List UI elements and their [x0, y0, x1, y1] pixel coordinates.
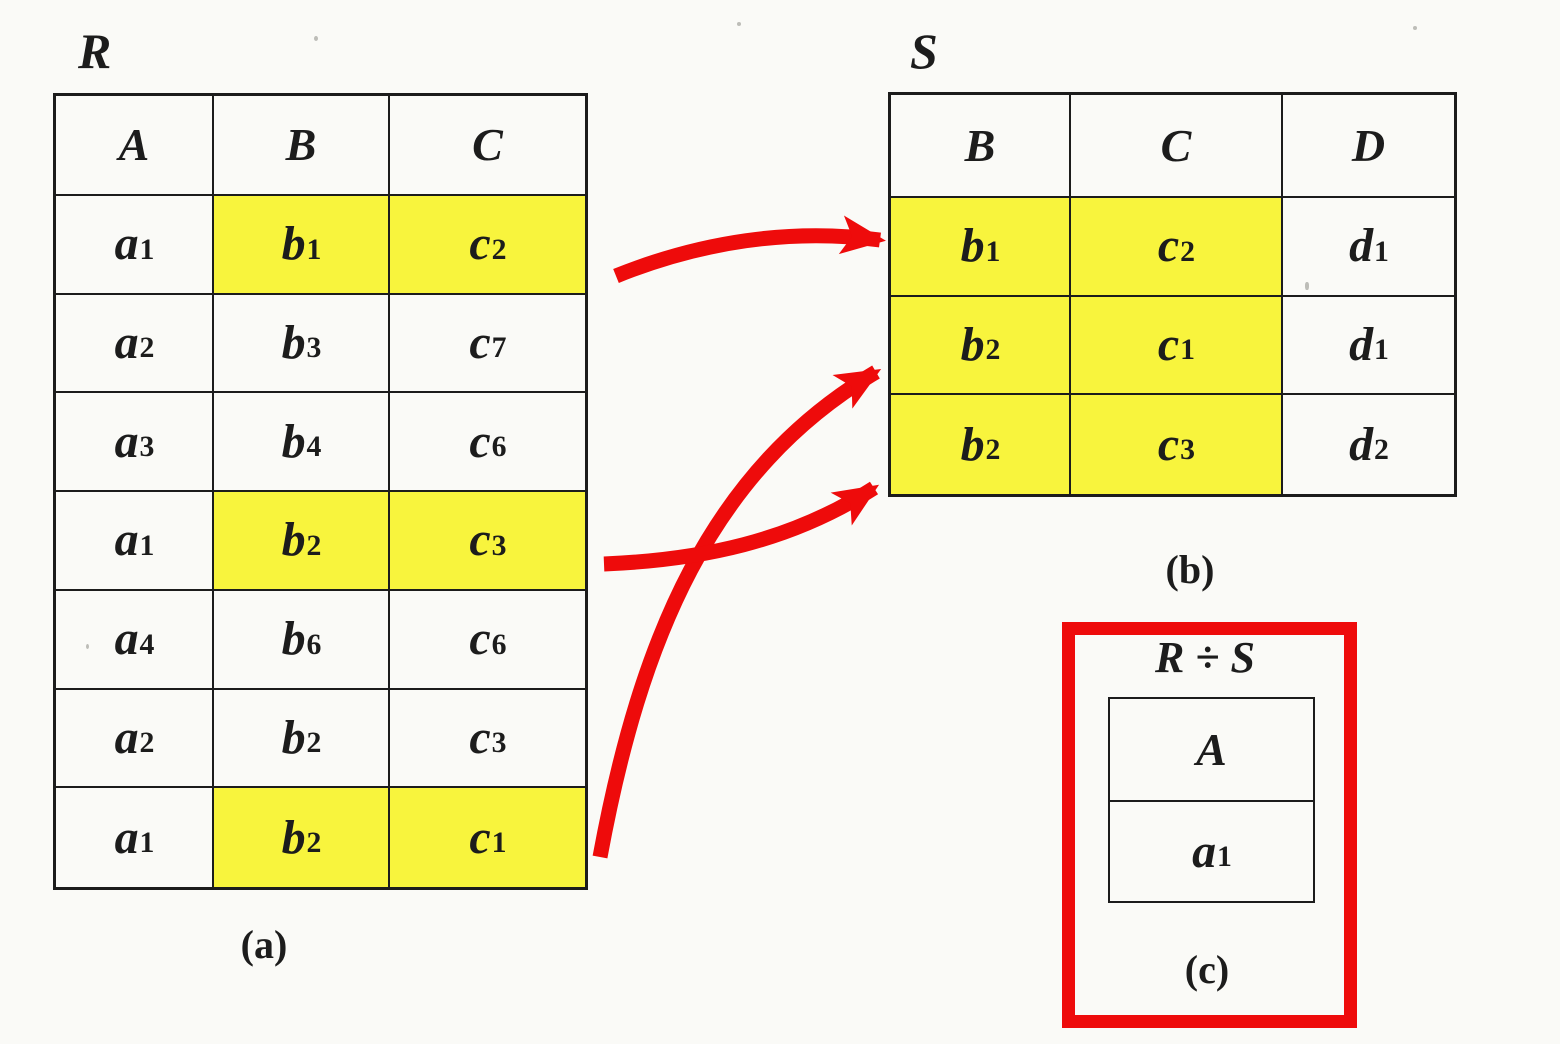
column-header: C	[1071, 95, 1283, 198]
arrow-r1-to-s1-icon	[613, 215, 886, 283]
column-header: B	[214, 96, 390, 196]
scan-speckle	[314, 36, 318, 41]
arrow-r4-to-s3-icon	[603, 481, 880, 572]
relation-s-label: S	[910, 23, 938, 79]
result-expression-title: R ÷ S	[1155, 633, 1255, 682]
column-header: A	[56, 96, 214, 196]
caption-a: (a)	[240, 922, 288, 967]
scan-speckle	[1305, 282, 1309, 290]
scan-speckle	[1413, 26, 1417, 30]
scan-speckle	[737, 22, 741, 26]
caption-b: (b)	[1165, 547, 1215, 592]
arrow-r7-to-s2-icon	[592, 365, 882, 859]
caption-c: (c)	[1184, 947, 1230, 992]
column-header: B	[891, 95, 1071, 198]
column-header: C	[390, 96, 585, 196]
column-header: A	[1110, 699, 1313, 802]
result-highlight-box	[1062, 622, 1357, 1028]
relation-r-label: R	[78, 23, 112, 79]
column-header: D	[1283, 95, 1454, 198]
scan-speckle	[86, 644, 89, 649]
